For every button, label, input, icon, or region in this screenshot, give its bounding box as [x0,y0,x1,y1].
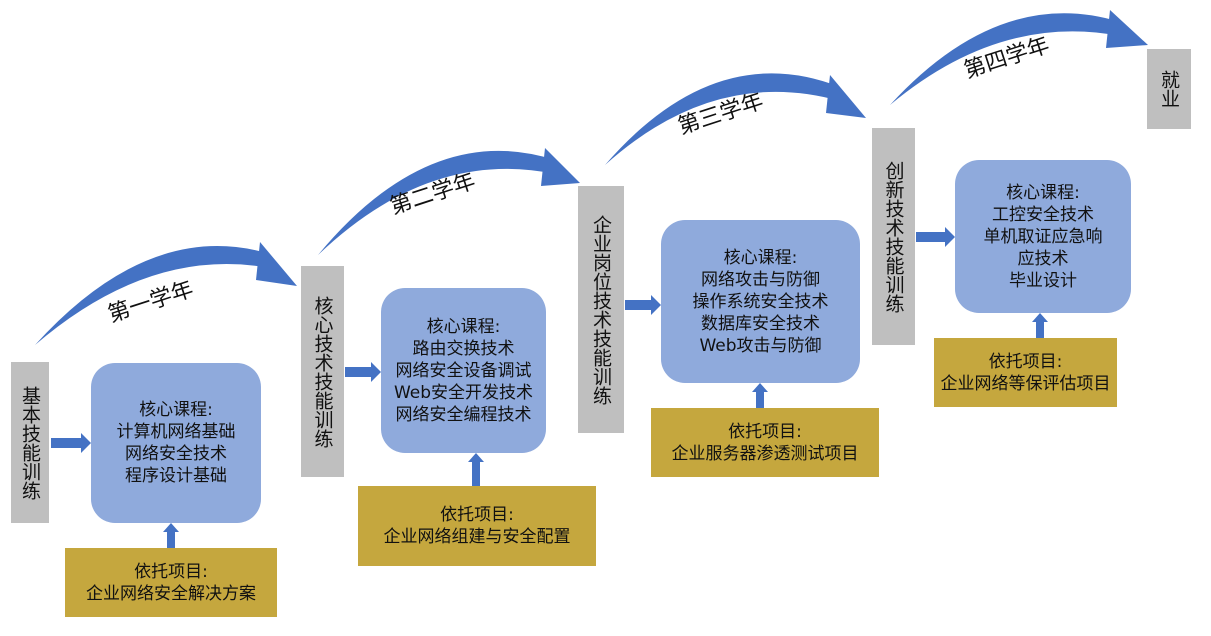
employment-box: 就业 [1147,49,1191,129]
project-title: 依托项目: [134,561,208,582]
course: Web攻击与防御 [699,335,822,356]
project-name: 企业网络安全解决方案 [86,583,256,604]
curved-arrow-icon [35,246,270,345]
course: 应技术 [1017,248,1069,269]
project-3: 依托项目: 企业服务器渗透测试项目 [651,408,879,477]
core-title: 核心课程: [723,247,798,268]
project-name: 企业服务器渗透测试项目 [671,443,859,464]
arrowhead-icon [826,75,866,118]
arrowhead-icon [1106,10,1148,48]
course: 网络攻击与防御 [701,269,820,290]
arrow-up-icon [1032,313,1048,338]
course: 单机取证应急响 [983,226,1103,247]
course: 毕业设计 [1009,270,1077,291]
arrow-right-icon [345,362,381,382]
core-courses-3: 核心课程: 网络攻击与防御 操作系统安全技术 数据库安全技术 Web攻击与防御 [661,220,860,383]
core-courses-2: 核心课程: 路由交换技术 网络安全设备调试 Web安全开发技术 网络安全编程技术 [381,288,546,453]
project-2: 依托项目: 企业网络组建与安全配置 [358,486,596,566]
project-title: 依托项目: [728,421,802,442]
course: 网络安全设备调试 [395,360,532,381]
project-title: 依托项目: [440,505,514,525]
curved-arrow-icon [890,13,1120,105]
course: 工控安全技术 [992,204,1094,225]
project-name: 企业网络等保评估项目 [940,373,1111,394]
arrow-up-icon [752,383,768,408]
core-title: 核心课程: [139,400,213,420]
core-title: 核心课程: [426,316,501,337]
course: 操作系统安全技术 [692,291,829,312]
arrow-up-icon [163,523,179,548]
project-name: 企业网络组建与安全配置 [383,527,571,547]
core-title: 核心课程: [1006,182,1080,203]
arrow-up-icon [468,453,484,486]
training-stage-4: 创新技术技能训练 [872,128,915,345]
training-stage-3: 企业岗位技术技能训练 [578,186,624,433]
arrowhead-icon [256,242,297,286]
course: 计算机网络基础 [116,422,236,442]
core-courses-4: 核心课程: 工控安全技术 单机取证应急响 应技术 毕业设计 [955,160,1131,313]
project-title: 依托项目: [988,351,1063,372]
curved-arrow-icon [318,150,555,255]
training-stage-1: 基本技能训练 [11,362,49,523]
arrow-right-icon [625,295,661,315]
training-stage-2: 核心技术技能训练 [301,266,344,477]
arrow-right-icon [916,227,955,247]
arrow-right-icon [51,433,91,453]
course: 路由交换技术 [412,338,515,359]
course: Web安全开发技术 [393,382,534,403]
curved-arrow-icon [605,73,840,165]
project-1: 依托项目: 企业网络安全解决方案 [65,548,277,617]
course: 网络安全技术 [125,444,227,464]
project-4: 依托项目: 企业网络等保评估项目 [934,338,1117,407]
course: 程序设计基础 [125,466,227,486]
course: 数据库安全技术 [701,313,820,334]
core-courses-1: 核心课程: 计算机网络基础 网络安全技术 程序设计基础 [91,363,261,523]
course: 网络安全编程技术 [395,404,532,425]
arrowhead-icon [541,148,580,186]
